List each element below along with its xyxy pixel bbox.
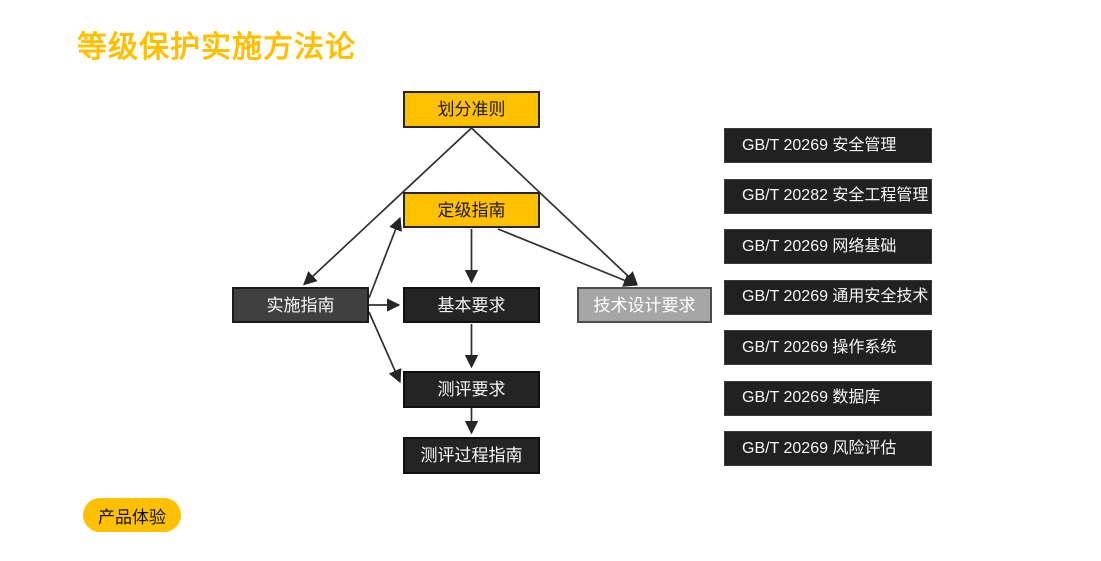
standard-item: GB/T 20282 安全工程管理 [724,178,932,214]
node-ceping-guocheng-zhinan: 测评过程指南 [403,437,540,474]
node-dingji-zhinan: 定级指南 [403,192,540,228]
node-label: 测评过程指南 [420,446,523,465]
standard-item: GB/T 20269 安全管理 [724,128,932,163]
node-jishu-sheji-yaoqiu: 技术设计要求 [577,287,712,323]
standards-list: GB/T 20269 安全管理 GB/T 20282 安全工程管理 GB/T 2… [724,128,932,466]
node-label: 基本要求 [437,295,506,315]
node-jiben-yaoqiu: 基本要求 [403,287,540,323]
node-label: 实施指南 [266,295,335,315]
standard-item: GB/T 20269 风险评估 [724,431,932,466]
node-label: 技术设计要求 [593,295,696,315]
standard-item: GB/T 20269 操作系统 [724,330,932,365]
node-huafen-zhunze: 划分准则 [403,91,540,128]
node-label: 划分准则 [437,100,506,119]
page-title: 等级保护实施方法论 [77,31,356,64]
node-label: 测评要求 [437,380,506,399]
node-ceping-yaoqiu: 测评要求 [403,371,540,408]
product-experience-button[interactable]: 产品体验 [83,498,181,532]
standard-item: GB/T 20269 通用安全技术 [724,279,932,315]
node-shishi-zhinan: 实施指南 [232,287,369,323]
edge-shishi-to-dingji [368,216,402,299]
edge-dingji-to-jishu [497,228,638,287]
standard-item: GB/T 20269 网络基础 [724,229,932,264]
standard-item: GB/T 20269 数据库 [724,380,932,416]
node-label: 定级指南 [437,200,506,220]
edge-shishi-to-ceping [368,311,402,384]
